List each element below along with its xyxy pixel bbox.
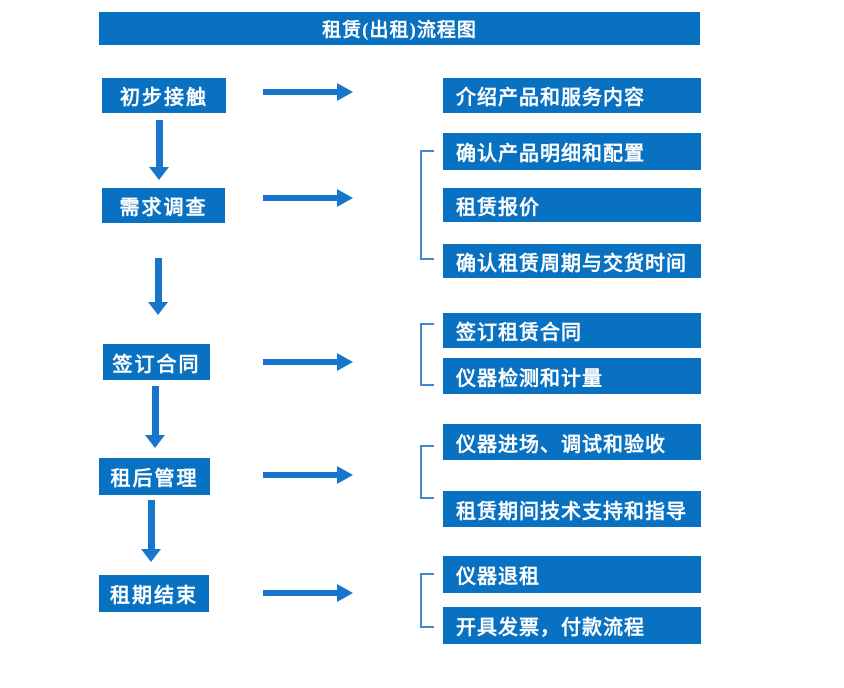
output-box-instrument-inspection: 仪器检测和计量 <box>443 358 701 394</box>
right-arrow-shaft <box>263 359 337 365</box>
output-box-technical-support: 租赁期间技术支持和指导 <box>443 491 701 527</box>
output-box-instrument-return: 仪器退租 <box>443 556 701 593</box>
output-box-instrument-setup-acceptance: 仪器进场、调试和验收 <box>443 424 701 460</box>
down-arrow-head <box>148 302 168 315</box>
stage-label: 租期结束 <box>110 585 198 607</box>
output-label: 仪器进场、调试和验收 <box>456 433 666 456</box>
output-label: 介绍产品和服务内容 <box>456 87 645 109</box>
group-bracket <box>420 150 434 260</box>
right-arrow-shaft <box>263 590 337 596</box>
right-arrow-head <box>337 189 353 207</box>
down-arrow-shaft <box>147 500 155 549</box>
right-arrow-head <box>337 353 353 371</box>
stage-label: 签订合同 <box>112 353 201 376</box>
down-arrow <box>145 386 165 448</box>
output-box-invoice-payment: 开具发票，付款流程 <box>443 607 701 644</box>
stage-box-demand-survey: 需求调查 <box>102 188 225 223</box>
right-arrow-shaft <box>263 195 337 201</box>
down-arrow <box>148 258 168 315</box>
stage-box-post-rental-management: 租后管理 <box>99 458 210 495</box>
group-bracket <box>420 323 434 386</box>
stage-label: 初步接触 <box>120 87 208 109</box>
output-label: 租赁期间技术支持和指导 <box>456 500 687 523</box>
stage-box-sign-contract: 签订合同 <box>103 344 210 380</box>
right-arrow-head <box>337 83 353 101</box>
stage-label: 需求调查 <box>119 197 208 219</box>
output-box-confirm-rental-period: 确认租赁周期与交货时间 <box>443 244 701 278</box>
right-arrow <box>263 189 353 207</box>
right-arrow <box>263 353 353 371</box>
output-label: 仪器退租 <box>456 566 540 588</box>
title-bar: 租赁(出租)流程图 <box>99 12 700 45</box>
output-box-rental-quote: 租赁报价 <box>443 188 701 222</box>
output-label: 租赁报价 <box>456 196 540 219</box>
group-bracket <box>420 573 434 628</box>
group-bracket <box>420 445 434 499</box>
down-arrow-head <box>149 167 169 180</box>
stage-label: 租后管理 <box>110 468 199 490</box>
output-label: 仪器检测和计量 <box>456 367 603 390</box>
output-label: 开具发票，付款流程 <box>456 617 645 639</box>
down-arrow-shaft <box>155 120 163 167</box>
down-arrow-head <box>141 549 161 562</box>
down-arrow-shaft <box>154 258 162 302</box>
right-arrow-head <box>337 584 353 602</box>
right-arrow <box>263 83 353 101</box>
stage-box-initial-contact: 初步接触 <box>102 78 226 113</box>
output-label: 签订租赁合同 <box>456 322 582 344</box>
output-label: 确认租赁周期与交货时间 <box>456 252 687 275</box>
down-arrow <box>149 120 169 180</box>
right-arrow-shaft <box>263 89 337 95</box>
output-box-confirm-product-details: 确认产品明细和配置 <box>443 133 701 170</box>
down-arrow-shaft <box>151 386 159 435</box>
right-arrow-head <box>337 466 353 484</box>
right-arrow <box>263 584 353 602</box>
right-arrow <box>263 466 353 484</box>
output-box-introduce-products: 介绍产品和服务内容 <box>443 78 701 113</box>
output-box-sign-rental-contract: 签订租赁合同 <box>443 313 701 348</box>
page-title: 租赁(出租)流程图 <box>322 20 477 41</box>
down-arrow-head <box>145 435 165 448</box>
down-arrow <box>141 500 161 562</box>
right-arrow-shaft <box>263 472 337 478</box>
output-label: 确认产品明细和配置 <box>456 143 645 165</box>
stage-box-lease-end: 租期结束 <box>99 575 209 612</box>
